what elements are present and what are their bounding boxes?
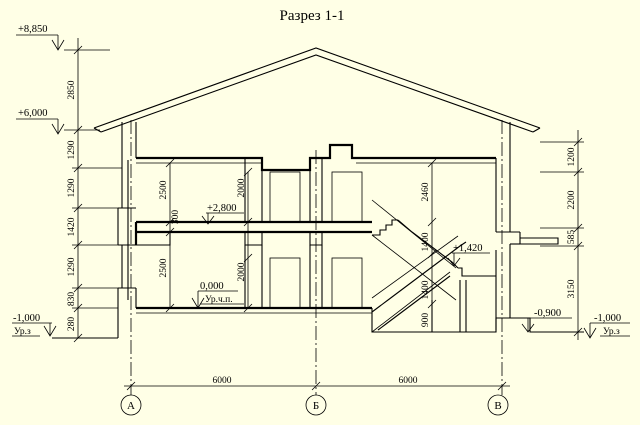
dim-door-lower: 2000 [237, 262, 247, 281]
roof [93, 47, 541, 133]
dim-bottom-2: 6000 [399, 376, 418, 386]
axis-markers: А Б В [120, 394, 509, 416]
floor2-slab [134, 220, 372, 246]
dim-right-4: 3150 [567, 279, 577, 298]
dim-left-4: 1420 [67, 217, 77, 236]
level-eaves: +6,000 [18, 108, 48, 119]
dim-stair-upper: 2460 [421, 182, 431, 201]
level-floor1-note: Ур.ч.п. [205, 295, 233, 305]
dim-right-3: 585 [567, 230, 577, 245]
left-wall [117, 122, 137, 338]
dim-stair-flight-upper: 1400 [421, 232, 431, 251]
level-ground-right: -1,000 [594, 313, 621, 324]
axis-marker-b [305, 394, 327, 416]
axis-marker-a [120, 394, 142, 416]
level-floor2: +2,800 [207, 203, 237, 214]
dim-room1-upper: 2500 [159, 180, 169, 199]
level-ground-left-note: Ур.з [14, 327, 31, 337]
axis-label-v: В [494, 400, 501, 412]
axis-lines [130, 120, 503, 395]
dim-stair-bottom: 900 [421, 313, 431, 328]
dim-right-2: 2200 [567, 190, 577, 209]
floor1-slab [52, 306, 584, 339]
axis-label-b: Б [313, 400, 319, 412]
level-landing: +1,420 [453, 243, 483, 254]
axis-label-a: А [127, 400, 135, 412]
axis-marker-v [487, 394, 509, 416]
level-ground-left: -1,000 [13, 313, 40, 324]
level-floor1: 0,000 [200, 281, 224, 292]
level-entry: -0,900 [534, 308, 561, 319]
dim-left-1: 2850 [67, 80, 77, 99]
level-ridge: +8,850 [18, 24, 48, 35]
dim-left-5: 1290 [67, 257, 77, 276]
inner-dimensions: 2500 300 2500 2000 2000 2460 1400 1400 9… [159, 158, 437, 330]
dim-bottom-1: 6000 [213, 376, 232, 386]
level-ground-right-note: Ур.з [603, 327, 620, 337]
dim-right-1: 1200 [567, 147, 577, 166]
dim-slab: 300 [171, 210, 181, 225]
dim-left-3: 1290 [67, 178, 77, 197]
dim-left-7: 280 [67, 317, 77, 332]
left-dimension-chain: 2850 1290 1290 1420 1290 830 280 [64, 38, 122, 343]
dim-door-upper: 2000 [237, 178, 247, 197]
dim-room1-lower: 2500 [159, 258, 169, 277]
level-marks: +8,850 +6,000 +2,800 +1,420 0,000 Ур.ч.п… [12, 24, 630, 339]
right-wall [495, 122, 559, 330]
right-dimension-chain: 1200 2200 585 3150 [540, 130, 584, 340]
dim-left-2: 1290 [67, 140, 77, 159]
drawing-title: Разрез 1-1 [280, 8, 345, 24]
bottom-dimension: 6000 6000 [124, 376, 510, 391]
dim-stair-flight-lower: 1400 [421, 280, 431, 299]
dim-left-6: 830 [67, 292, 77, 307]
